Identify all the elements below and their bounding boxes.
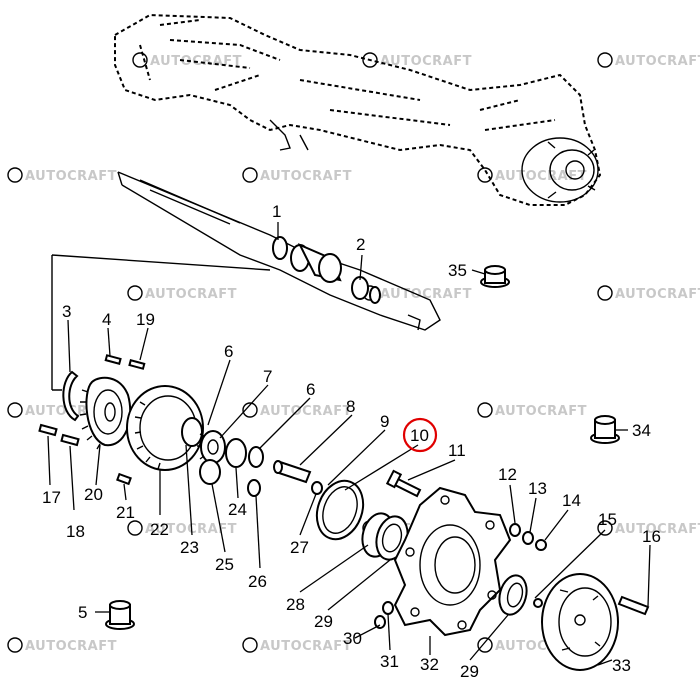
label-part-14: 14 <box>562 491 581 510</box>
planetary-group <box>38 354 146 486</box>
planet-gears <box>181 417 264 497</box>
label-part-6b: 6 <box>306 380 315 399</box>
hub-seal-inner <box>506 582 524 608</box>
label-part-1: 1 <box>272 202 281 221</box>
bushing-5 <box>105 600 135 630</box>
label-part-21: 21 <box>116 503 135 522</box>
watermark-5: AUTOCRAFT <box>242 167 352 184</box>
label-part-12: 12 <box>498 465 517 484</box>
svg-text:AUTOCRAFT: AUTOCRAFT <box>380 54 472 69</box>
nuts-and-washers <box>374 523 547 629</box>
svg-text:AUTOCRAFT: AUTOCRAFT <box>25 169 117 184</box>
watermark-12: AUTOCRAFT <box>477 402 587 419</box>
svg-text:AUTOCRAFT: AUTOCRAFT <box>145 287 237 302</box>
label-part-29a: 29 <box>314 612 333 631</box>
label-part-23: 23 <box>180 538 199 557</box>
leader-lines <box>47 222 651 666</box>
label-part-27: 27 <box>290 538 309 557</box>
svg-text:AUTOCRAFT: AUTOCRAFT <box>260 169 352 184</box>
label-part-22: 22 <box>150 520 169 539</box>
label-part-4: 4 <box>102 310 111 329</box>
label-part-16: 16 <box>642 527 661 546</box>
highlight-circle-part-10 <box>402 417 438 453</box>
watermark-16: AUTOCRAFT <box>7 637 117 654</box>
watermark-9: AUTOCRAFT <box>597 285 700 302</box>
watermark-11: AUTOCRAFT <box>242 402 352 419</box>
label-part-3: 3 <box>62 302 71 321</box>
label-part-6a: 6 <box>224 342 233 361</box>
svg-text:AUTOCRAFT: AUTOCRAFT <box>615 287 700 302</box>
svg-text:AUTOCRAFT: AUTOCRAFT <box>380 287 472 302</box>
label-part-5: 5 <box>78 603 87 622</box>
hub-bolt <box>385 469 422 498</box>
svg-text:AUTOCRAFT: AUTOCRAFT <box>495 169 587 184</box>
watermark-13: AUTOCRAFT <box>127 520 237 537</box>
bushing-34 <box>590 415 620 444</box>
label-part-32: 32 <box>420 655 439 674</box>
label-part-19: 19 <box>136 310 155 329</box>
svg-text:AUTOCRAFT: AUTOCRAFT <box>260 639 352 654</box>
watermark-layer: AUTOCRAFT AUTOCRAFT AUTOCRAFT AUTOCRAFT … <box>7 52 700 654</box>
hub-seal <box>498 574 528 616</box>
label-part-15: 15 <box>598 510 617 529</box>
watermark-2: AUTOCRAFT <box>362 52 472 69</box>
watermark-3: AUTOCRAFT <box>597 52 700 69</box>
hub-cover <box>533 573 650 671</box>
label-part-18: 18 <box>66 522 85 541</box>
label-part-25: 25 <box>215 555 234 574</box>
label-part-30: 30 <box>343 629 362 648</box>
svg-text:AUTOCRAFT: AUTOCRAFT <box>260 404 352 419</box>
label-part-17: 17 <box>42 488 61 507</box>
wheel-hub <box>393 486 512 637</box>
svg-text:AUTOCRAFT: AUTOCRAFT <box>495 404 587 419</box>
label-part-28: 28 <box>286 595 305 614</box>
label-part-29b: 29 <box>460 662 479 681</box>
label-part-35: 35 <box>448 261 467 280</box>
label-part-9: 9 <box>380 412 389 431</box>
label-part-26: 26 <box>248 572 267 591</box>
drive-shaft <box>117 171 441 331</box>
label-part-10: 10 <box>410 426 429 445</box>
watermark-6: AUTOCRAFT <box>477 167 587 184</box>
watermark-17: AUTOCRAFT <box>242 637 352 654</box>
part-labels: 1 2 3 4 19 6 7 6 8 9 10 11 12 13 14 15 1… <box>42 202 661 681</box>
seal-ring <box>315 479 365 541</box>
label-part-2: 2 <box>356 235 365 254</box>
svg-text:AUTOCRAFT: AUTOCRAFT <box>145 522 237 537</box>
svg-text:AUTOCRAFT: AUTOCRAFT <box>615 54 700 69</box>
label-part-31: 31 <box>380 652 399 671</box>
stub-shaft <box>273 460 323 495</box>
label-part-20: 20 <box>84 485 103 504</box>
bushing-35 <box>480 265 510 288</box>
svg-text:AUTOCRAFT: AUTOCRAFT <box>25 639 117 654</box>
label-part-7: 7 <box>263 367 272 386</box>
axle-housing-outline <box>114 13 602 206</box>
ring-gear <box>126 385 204 471</box>
assembly-bracket-line <box>51 254 271 391</box>
watermark-4: AUTOCRAFT <box>7 167 117 184</box>
label-part-33: 33 <box>612 656 631 675</box>
label-part-34: 34 <box>632 421 651 440</box>
label-part-13: 13 <box>528 479 547 498</box>
label-part-24: 24 <box>228 500 247 519</box>
label-part-11: 11 <box>448 441 466 460</box>
label-part-8: 8 <box>346 397 355 416</box>
watermark-15: AUTOCRAFT <box>597 520 700 537</box>
svg-text:AUTOCRAFT: AUTOCRAFT <box>615 522 700 537</box>
watermark-7: AUTOCRAFT <box>127 285 237 302</box>
